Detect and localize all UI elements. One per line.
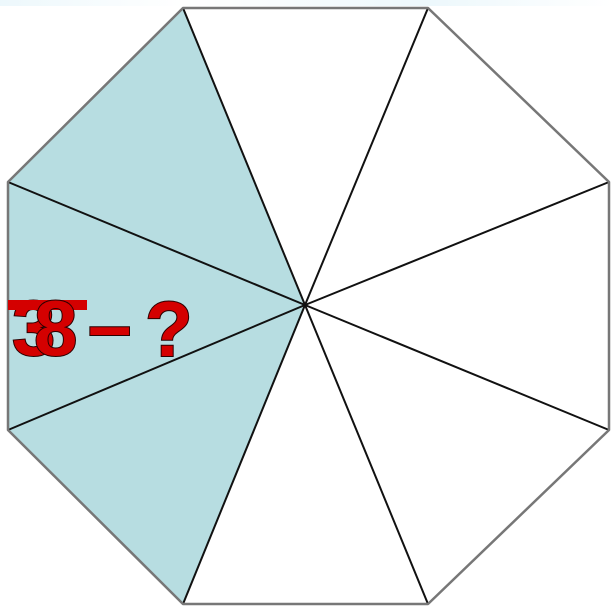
unshaded-sector <box>305 305 609 604</box>
label-denominator: 8 <box>34 284 75 372</box>
radial-line <box>7 304 306 431</box>
top-decorative-strip <box>0 0 612 6</box>
radial-line <box>182 7 306 306</box>
unshaded-sector <box>305 8 609 305</box>
shaded-sector <box>8 305 305 604</box>
radial-line <box>304 304 429 605</box>
label-numerator: 3 <box>12 284 53 372</box>
radial-lines <box>7 7 610 605</box>
unshaded-sector <box>183 8 428 305</box>
shaded-sector <box>8 8 305 305</box>
radial-line <box>182 304 306 605</box>
octagon-sectors <box>8 8 609 604</box>
shaded-sector <box>8 182 305 430</box>
radial-line <box>304 7 429 306</box>
question-mark: ? <box>145 285 191 373</box>
radial-line <box>304 181 610 306</box>
radial-line <box>7 181 306 306</box>
unshaded-sector <box>183 305 428 604</box>
unshaded-sector <box>305 182 609 430</box>
octagon-outline <box>6 6 611 606</box>
label-dash: – <box>88 281 129 369</box>
radial-line <box>304 304 610 431</box>
fraction-question-label: 3 8 – ? <box>8 280 194 374</box>
